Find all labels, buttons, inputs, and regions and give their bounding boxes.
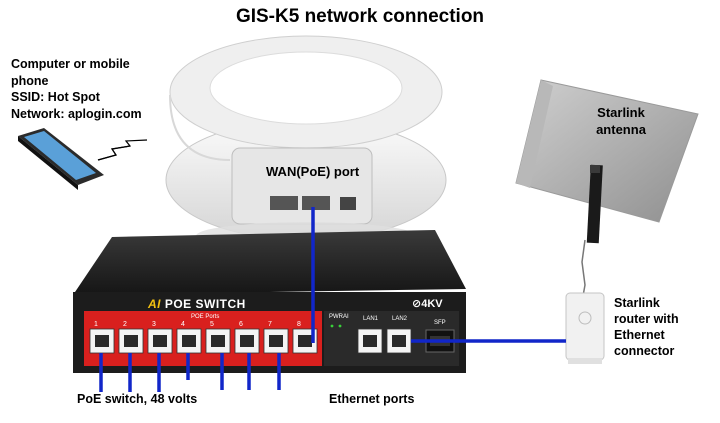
port-number: 8: [297, 321, 301, 328]
starlink-antenna-icon: [515, 79, 699, 297]
phone-label: Computer or mobile phone SSID: Hot Spot …: [11, 56, 142, 122]
ai-indicator-label: AI: [343, 314, 349, 320]
wireless-signal-icon: [97, 139, 148, 161]
router-label-line: Ethernet: [614, 328, 665, 342]
diagram-title: GIS-K5 network connection: [235, 6, 485, 27]
starlink-router-icon: [565, 292, 605, 364]
router-label: Starlink router with Ethernet connector: [614, 295, 679, 359]
switch-brand: AI POE SWITCH: [148, 297, 246, 311]
port-number: 6: [239, 321, 243, 328]
port-number: 1: [94, 321, 98, 328]
wan-port-label: WAN(PoE) port: [266, 164, 360, 179]
sfp-label: SFP: [434, 320, 446, 326]
ethernet-cables: [99, 207, 566, 392]
ethernet-ports-label: Ethernet ports: [329, 392, 415, 406]
port-number: 5: [210, 321, 214, 328]
port-number: 2: [123, 321, 127, 328]
access-point-device: [165, 35, 447, 250]
port-number: 3: [152, 321, 156, 328]
poe-ports-title: POE Ports: [191, 314, 220, 320]
router-label-line: Starlink: [614, 296, 660, 310]
surge-icon: ⊘: [412, 298, 422, 310]
antenna-label: Starlink antenna: [576, 104, 666, 138]
antenna-label-line: antenna: [596, 122, 646, 137]
port-number: 7: [268, 321, 272, 328]
phone-network-line: Network: aplogin.com: [11, 106, 142, 121]
antenna-label-line: Starlink: [597, 105, 645, 120]
poe-switch-device: [73, 230, 466, 373]
switch-name: POE SWITCH: [164, 297, 246, 311]
router-label-line: router with: [614, 312, 679, 326]
switch-ai-logo: AI: [148, 297, 161, 311]
phone-label-line: phone: [11, 73, 49, 88]
pwr-indicator-label: PWR: [329, 314, 343, 320]
lan1-label: LAN1: [363, 316, 379, 322]
lan2-label: LAN2: [392, 316, 408, 322]
router-label-line: connector: [614, 344, 675, 358]
phone-ssid-line: SSID: Hot Spot: [11, 90, 100, 104]
phone-label-line: Computer or mobile: [11, 57, 130, 71]
poe-switch-label: PoE switch, 48 volts: [77, 392, 198, 406]
switch-surge-rating: ⊘4KV: [412, 298, 443, 310]
mobile-phone-icon: [18, 128, 104, 190]
port-number: 4: [181, 321, 185, 328]
